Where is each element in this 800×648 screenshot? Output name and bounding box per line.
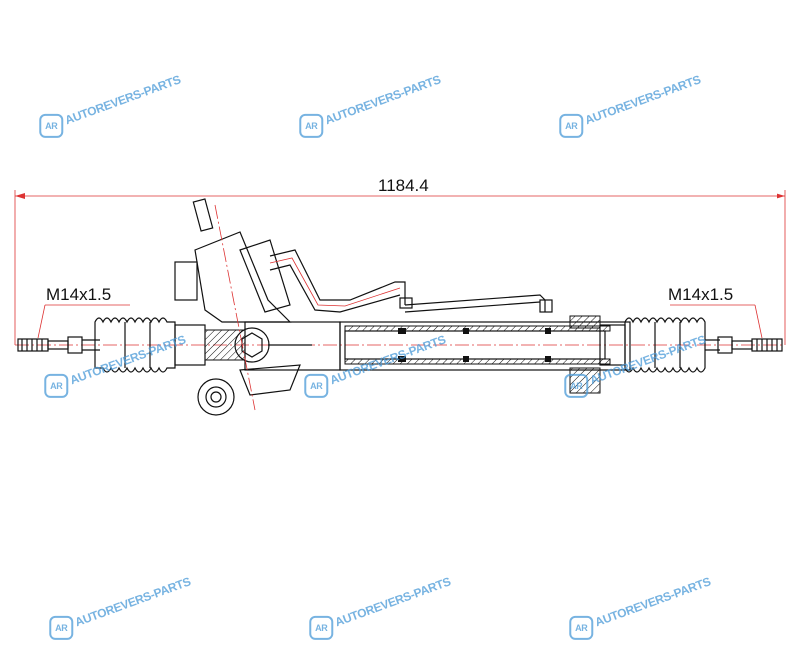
- thread-leaders: [37, 304, 763, 339]
- hydraulic-lines: [269, 249, 553, 313]
- ar-logo-icon: AR: [44, 373, 69, 398]
- right-tie-rod: [705, 336, 783, 354]
- overall-dimension-line: [14, 190, 786, 345]
- right-boot: [599, 317, 706, 373]
- ar-logo-icon: AR: [304, 373, 329, 398]
- left-thread-label: M14x1.5: [46, 285, 112, 304]
- ar-logo-icon: AR: [569, 615, 594, 640]
- rack-housing: [174, 315, 631, 394]
- ar-logo-icon: AR: [299, 113, 324, 138]
- right-thread-label: M14x1.5: [668, 285, 734, 304]
- ar-logo-icon: AR: [559, 113, 584, 138]
- steering-rack-drawing: [14, 190, 786, 416]
- valve-body: [174, 198, 312, 416]
- left-tie-rod: [17, 336, 100, 354]
- ar-logo-icon: AR: [39, 113, 64, 138]
- overall-length-label: 1184.4: [378, 176, 429, 195]
- ar-logo-icon: AR: [309, 615, 334, 640]
- ar-logo-icon: AR: [564, 373, 589, 398]
- ar-logo-icon: AR: [49, 615, 74, 640]
- left-boot: [94, 317, 176, 373]
